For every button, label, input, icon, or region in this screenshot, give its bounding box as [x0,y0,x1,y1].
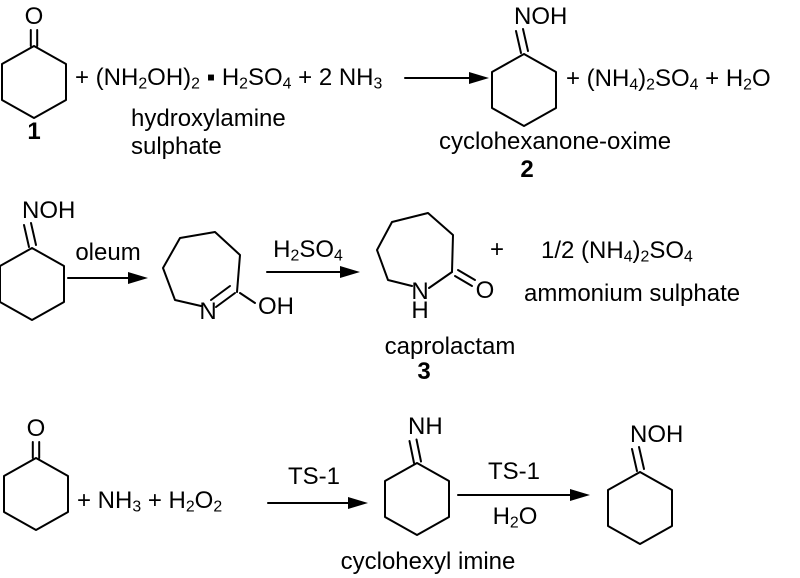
oxime-double-bond [515,30,522,54]
byproduct-name: ammonium sulphate [524,280,741,307]
reagent-name-line2: sulphate [131,133,222,160]
compound-number-2: 2 [520,156,534,183]
cyclohexanone-structure: O [3,415,69,531]
reagent-name-line1: hydroxylamine [131,105,286,132]
reaction2-byproduct: 1/2 (NH4)2SO4 [541,237,693,266]
product-name-oxime: cyclohexanone-oxime [438,128,672,155]
arrow-label-ts1: TS-1 [487,458,540,485]
cyclohexanone-oxime-structure: NOH [607,421,683,545]
nh-hydrogen-label: H [411,297,428,324]
reaction-arrow [457,489,590,501]
cyclohexane-ring [384,462,450,536]
c-oh-bond [239,292,256,304]
caprolactam-structure: N H O [376,212,495,324]
cyclohexanone-oxime-structure: NOH [0,197,75,321]
azepanone-ring [376,212,454,287]
reaction1-reagents: + (NH2OH)2 ▪ H2SO4 + 2 NH3 [75,64,383,93]
hydroxylamine-sulphate-name: hydroxylamine sulphate [131,105,286,161]
reaction-arrow [267,497,368,509]
arrow-label-h2o: H2O [492,503,538,532]
carbonyl-double-bond [457,269,476,281]
product-name-caprolactam: caprolactam [384,333,516,360]
compound-number-3: 3 [417,358,431,385]
nitrogen-label: N [199,298,216,325]
cyclohexane-ring [491,53,557,127]
reaction3-reagents: + NH3 + H2O2 [77,487,223,516]
compound-number-1: 1 [27,118,41,145]
arrow-label-h2so4: H2SO4 [273,236,343,265]
caprolactam-enol-intermediate-structure: N OH [162,231,294,325]
oxime-double-bond [638,446,645,470]
oxygen-label: O [476,277,495,304]
cyclohexane-ring [3,457,69,531]
cyclohexane-ring [0,247,65,321]
cyclohexane-ring [607,471,673,545]
hydroxyl-label: OH [258,293,294,320]
cyclohexanone-structure: O [1,3,67,119]
oxime-double-bond [631,448,638,472]
arrow-label-ts1: TS-1 [287,463,340,490]
cyclohexane-ring [1,45,67,119]
arrow-label-oleum: oleum [75,239,141,266]
cyclohexyl-imine-structure: NH [384,413,450,536]
n-c-double-bond [215,292,236,308]
c-n-bond [428,271,453,289]
azepine-ring [162,231,241,307]
oxime-double-bond [522,28,529,52]
intermediate-name: cyclohexyl imine [340,548,516,575]
reaction-arrow [266,266,360,278]
oxime-double-bond [23,224,30,248]
oxygen-label: O [27,415,46,442]
carbonyl-double-bond [454,275,473,287]
nh-label: NH [408,413,443,440]
cyclohexanone-oxime-structure: NOH [491,3,567,127]
reaction1-byproducts: + (NH4)2SO4 + H2O [566,65,771,94]
nitrogen-label: N [411,278,428,305]
noh-label: NOH [630,421,683,448]
oxygen-label: O [25,3,44,30]
reaction-arrow [404,72,489,84]
imine-double-bond [415,438,422,463]
noh-label: NOH [22,197,75,224]
reaction-arrow [67,272,148,284]
noh-label: NOH [514,3,567,30]
plus-sign: + [489,236,504,263]
oxime-double-bond [30,222,37,246]
n-c-double-bond [210,285,231,301]
imine-double-bond [408,440,415,464]
